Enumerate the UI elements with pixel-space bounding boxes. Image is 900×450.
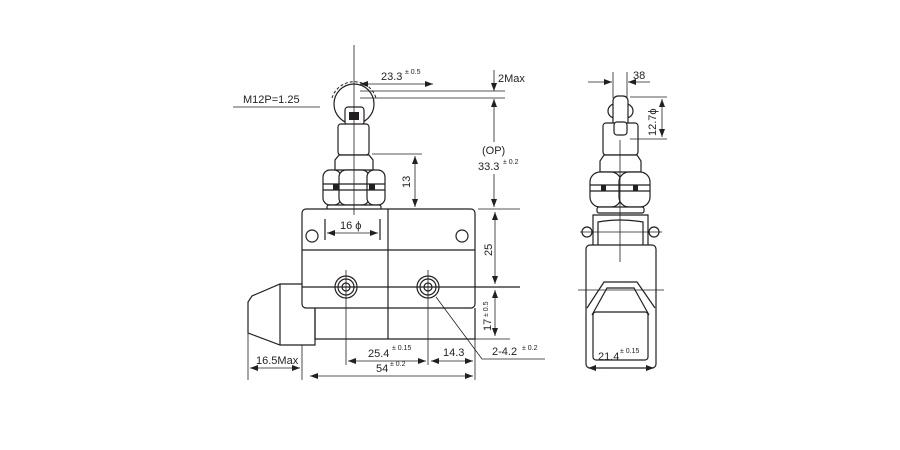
nut-diameter: 16 ϕ <box>340 220 361 232</box>
overtravel-tol: ± 0.5 <box>405 69 421 76</box>
boot-length: 16.5Max <box>256 355 299 367</box>
plunger-body <box>337 123 370 156</box>
hole-spec-tol: ± 0.2 <box>522 345 538 352</box>
hole-edge: 14.3 <box>443 347 464 359</box>
body-width-tol: ± 0.15 <box>620 348 640 355</box>
body-width: 21.4 <box>598 351 619 363</box>
bracket-inner <box>597 219 644 245</box>
op-value: 33.3 <box>478 161 499 173</box>
bracket <box>592 214 649 245</box>
pretravel-value: 2Max <box>498 73 525 85</box>
mount-hole-right <box>455 229 469 243</box>
hole-height: 17 <box>482 319 494 331</box>
chevron-outer <box>586 281 656 309</box>
body-side-inner <box>592 311 649 361</box>
roller-diameter: 12.7ϕ <box>647 108 659 136</box>
body-height: 25 <box>483 244 495 256</box>
hole-spec-leader <box>435 296 545 360</box>
overtravel-value: 23.3 <box>381 71 402 83</box>
bushing-height: 13 <box>401 176 413 188</box>
roller-hub <box>613 121 628 136</box>
thread-label: M12P=1.25 <box>243 94 300 106</box>
hole-spec: 2-4.2 <box>492 346 517 358</box>
hole-height-tol: ± 0.5 <box>483 301 490 317</box>
lock-nuts-side <box>589 171 651 214</box>
side-view: 38 12.7ϕ <box>578 70 667 371</box>
body-length-tol: ± 0.2 <box>390 361 406 368</box>
hex-bushing-side <box>599 154 642 173</box>
chevron-inner <box>591 287 650 316</box>
roller-travel-arc <box>331 81 377 99</box>
front-view: M12P=1.25 <box>233 45 545 380</box>
op-label: (OP) <box>482 145 505 157</box>
boot <box>247 283 316 346</box>
hole-pitch: 25.4 <box>368 348 389 360</box>
body-length: 54 <box>376 363 388 375</box>
body-base <box>314 308 476 340</box>
mount-hole-left <box>305 229 319 243</box>
roller-width: 38 <box>633 70 645 82</box>
hole-pitch-tol: ± 0.15 <box>392 345 412 352</box>
op-tol: ± 0.2 <box>503 159 519 166</box>
